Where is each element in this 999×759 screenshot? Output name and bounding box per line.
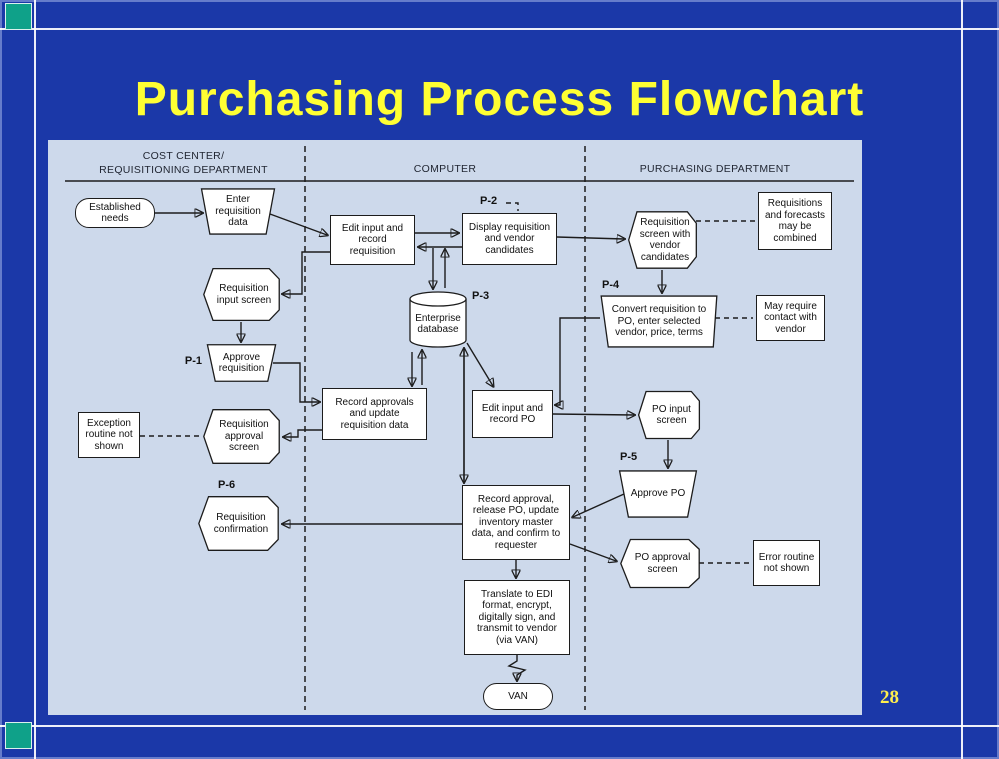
node-label: Requisition approval screen <box>219 419 269 454</box>
node-label: Established needs <box>89 201 141 225</box>
node-edit-input-record-requisition: Edit input and record requisition <box>330 215 415 265</box>
display-shape <box>620 538 700 589</box>
node-translate-edi: Translate to EDI format, encrypt, digita… <box>464 580 570 655</box>
node-approve-requisition: Approve requisition <box>206 344 277 382</box>
process-label-p1: P-1 <box>184 355 202 367</box>
node-requisition-input-screen: Requisition input screen <box>203 267 280 322</box>
lane-header-line2: REQUISITIONING DEPARTMENT <box>99 163 268 176</box>
node-label: Approve PO <box>630 488 686 500</box>
node-label: Enter requisition data <box>215 194 261 229</box>
node-label: May require contact with vendor <box>764 300 817 335</box>
process-label-p2: P-2 <box>480 195 498 207</box>
frame-line-right <box>961 0 963 759</box>
node-label: Edit input and record PO <box>481 402 544 426</box>
node-po-approval-screen: PO approval screen <box>620 538 700 589</box>
node-label: Requisition screen with vendor candidate… <box>639 217 691 263</box>
display-shape <box>628 210 697 270</box>
manual-operation-shape <box>206 344 277 382</box>
display-shape <box>198 495 279 552</box>
lane-header-computer: COMPUTER <box>413 163 477 175</box>
node-enterprise-database: Enterprise database <box>408 290 468 350</box>
manual-operation-shape <box>618 470 698 518</box>
node-po-input-screen: PO input screen <box>638 390 700 440</box>
display-shape <box>203 267 280 322</box>
node-requisition-approval-screen: Requisition approval screen <box>203 408 280 465</box>
node-label: Approve requisition <box>218 351 265 375</box>
process-label-p3: P-3 <box>472 290 490 302</box>
display-shape <box>203 408 280 465</box>
node-requisitions-forecasts-note: Requisitions and forecasts may be combin… <box>758 192 832 250</box>
corner-accent-top-left <box>5 3 32 30</box>
node-label: PO input screen <box>652 403 691 427</box>
corner-accent-bottom-left <box>5 722 32 749</box>
flow-connectors <box>65 146 854 710</box>
dashed-links <box>140 202 756 564</box>
lane-header-purchasing: PURCHASING DEPARTMENT <box>639 163 791 175</box>
node-label: VAN <box>508 690 528 702</box>
node-requisition-confirmation: Requisition confirmation <box>198 495 279 552</box>
node-label: Requisitions and forecasts may be combin… <box>764 198 826 244</box>
node-van: VAN <box>483 683 553 710</box>
frame-line-top <box>0 28 999 30</box>
node-label: PO approval screen <box>634 552 691 575</box>
lane-header-cost-center: COST CENTER/ REQUISITIONING DEPARTMENT <box>76 150 291 177</box>
solid-arrows <box>155 213 668 680</box>
node-label: Convert requisition to PO, enter selecte… <box>611 304 707 339</box>
manual-operation-shape <box>200 188 276 235</box>
lane-header-line1: COST CENTER/ <box>142 150 225 162</box>
node-exception-routine-note: Exception routine not shown <box>78 412 140 458</box>
node-error-routine-note: Error routine not shown <box>753 540 820 586</box>
node-may-require-contact-note: May require contact with vendor <box>756 295 825 341</box>
frame-line-bottom <box>0 725 999 727</box>
node-label: Exception routine not shown <box>85 417 133 452</box>
node-record-approval-release-po: Record approval, release PO, update inve… <box>462 485 570 560</box>
node-edit-input-record-po: Edit input and record PO <box>472 390 553 438</box>
communication-link-zigzag <box>507 655 527 680</box>
process-label-p6: P-6 <box>218 479 236 491</box>
node-label: Error routine not shown <box>758 551 815 575</box>
node-label: Record approval, release PO, update inve… <box>471 493 561 551</box>
node-requisition-screen-vendor: Requisition screen with vendor candidate… <box>628 210 697 270</box>
process-label-p4: P-4 <box>602 279 620 291</box>
page-number: 28 <box>880 687 899 708</box>
frame-line-left <box>34 0 36 759</box>
lane-dividers <box>304 146 586 710</box>
node-established-needs: Established needs <box>75 198 155 228</box>
node-label: Record approvals and update requisition … <box>335 396 414 431</box>
node-label: Requisition input screen <box>216 283 272 306</box>
display-shape <box>638 390 700 440</box>
slide-title: Purchasing Process Flowchart <box>134 73 865 126</box>
node-record-approvals-update: Record approvals and update requisition … <box>322 388 427 440</box>
process-label-p5: P-5 <box>620 451 638 463</box>
node-label: Requisition confirmation <box>213 512 269 535</box>
node-enter-requisition-data: Enter requisition data <box>200 188 276 235</box>
flowchart-panel: COST CENTER/ REQUISITIONING DEPARTMENT C… <box>48 140 862 715</box>
database-cylinder-shape <box>408 290 468 350</box>
node-label: Translate to EDI format, encrypt, digita… <box>476 588 558 646</box>
node-label: Edit input and record requisition <box>341 222 404 257</box>
node-display-requisition-vendor: Display requisition and vendor candidate… <box>462 213 557 265</box>
node-approve-po: Approve PO <box>618 470 698 518</box>
node-label: Display requisition and vendor candidate… <box>468 221 551 256</box>
manual-operation-shape <box>600 295 718 348</box>
node-convert-requisition-po: Convert requisition to PO, enter selecte… <box>600 295 718 348</box>
node-label: Enterprise database <box>415 312 461 336</box>
